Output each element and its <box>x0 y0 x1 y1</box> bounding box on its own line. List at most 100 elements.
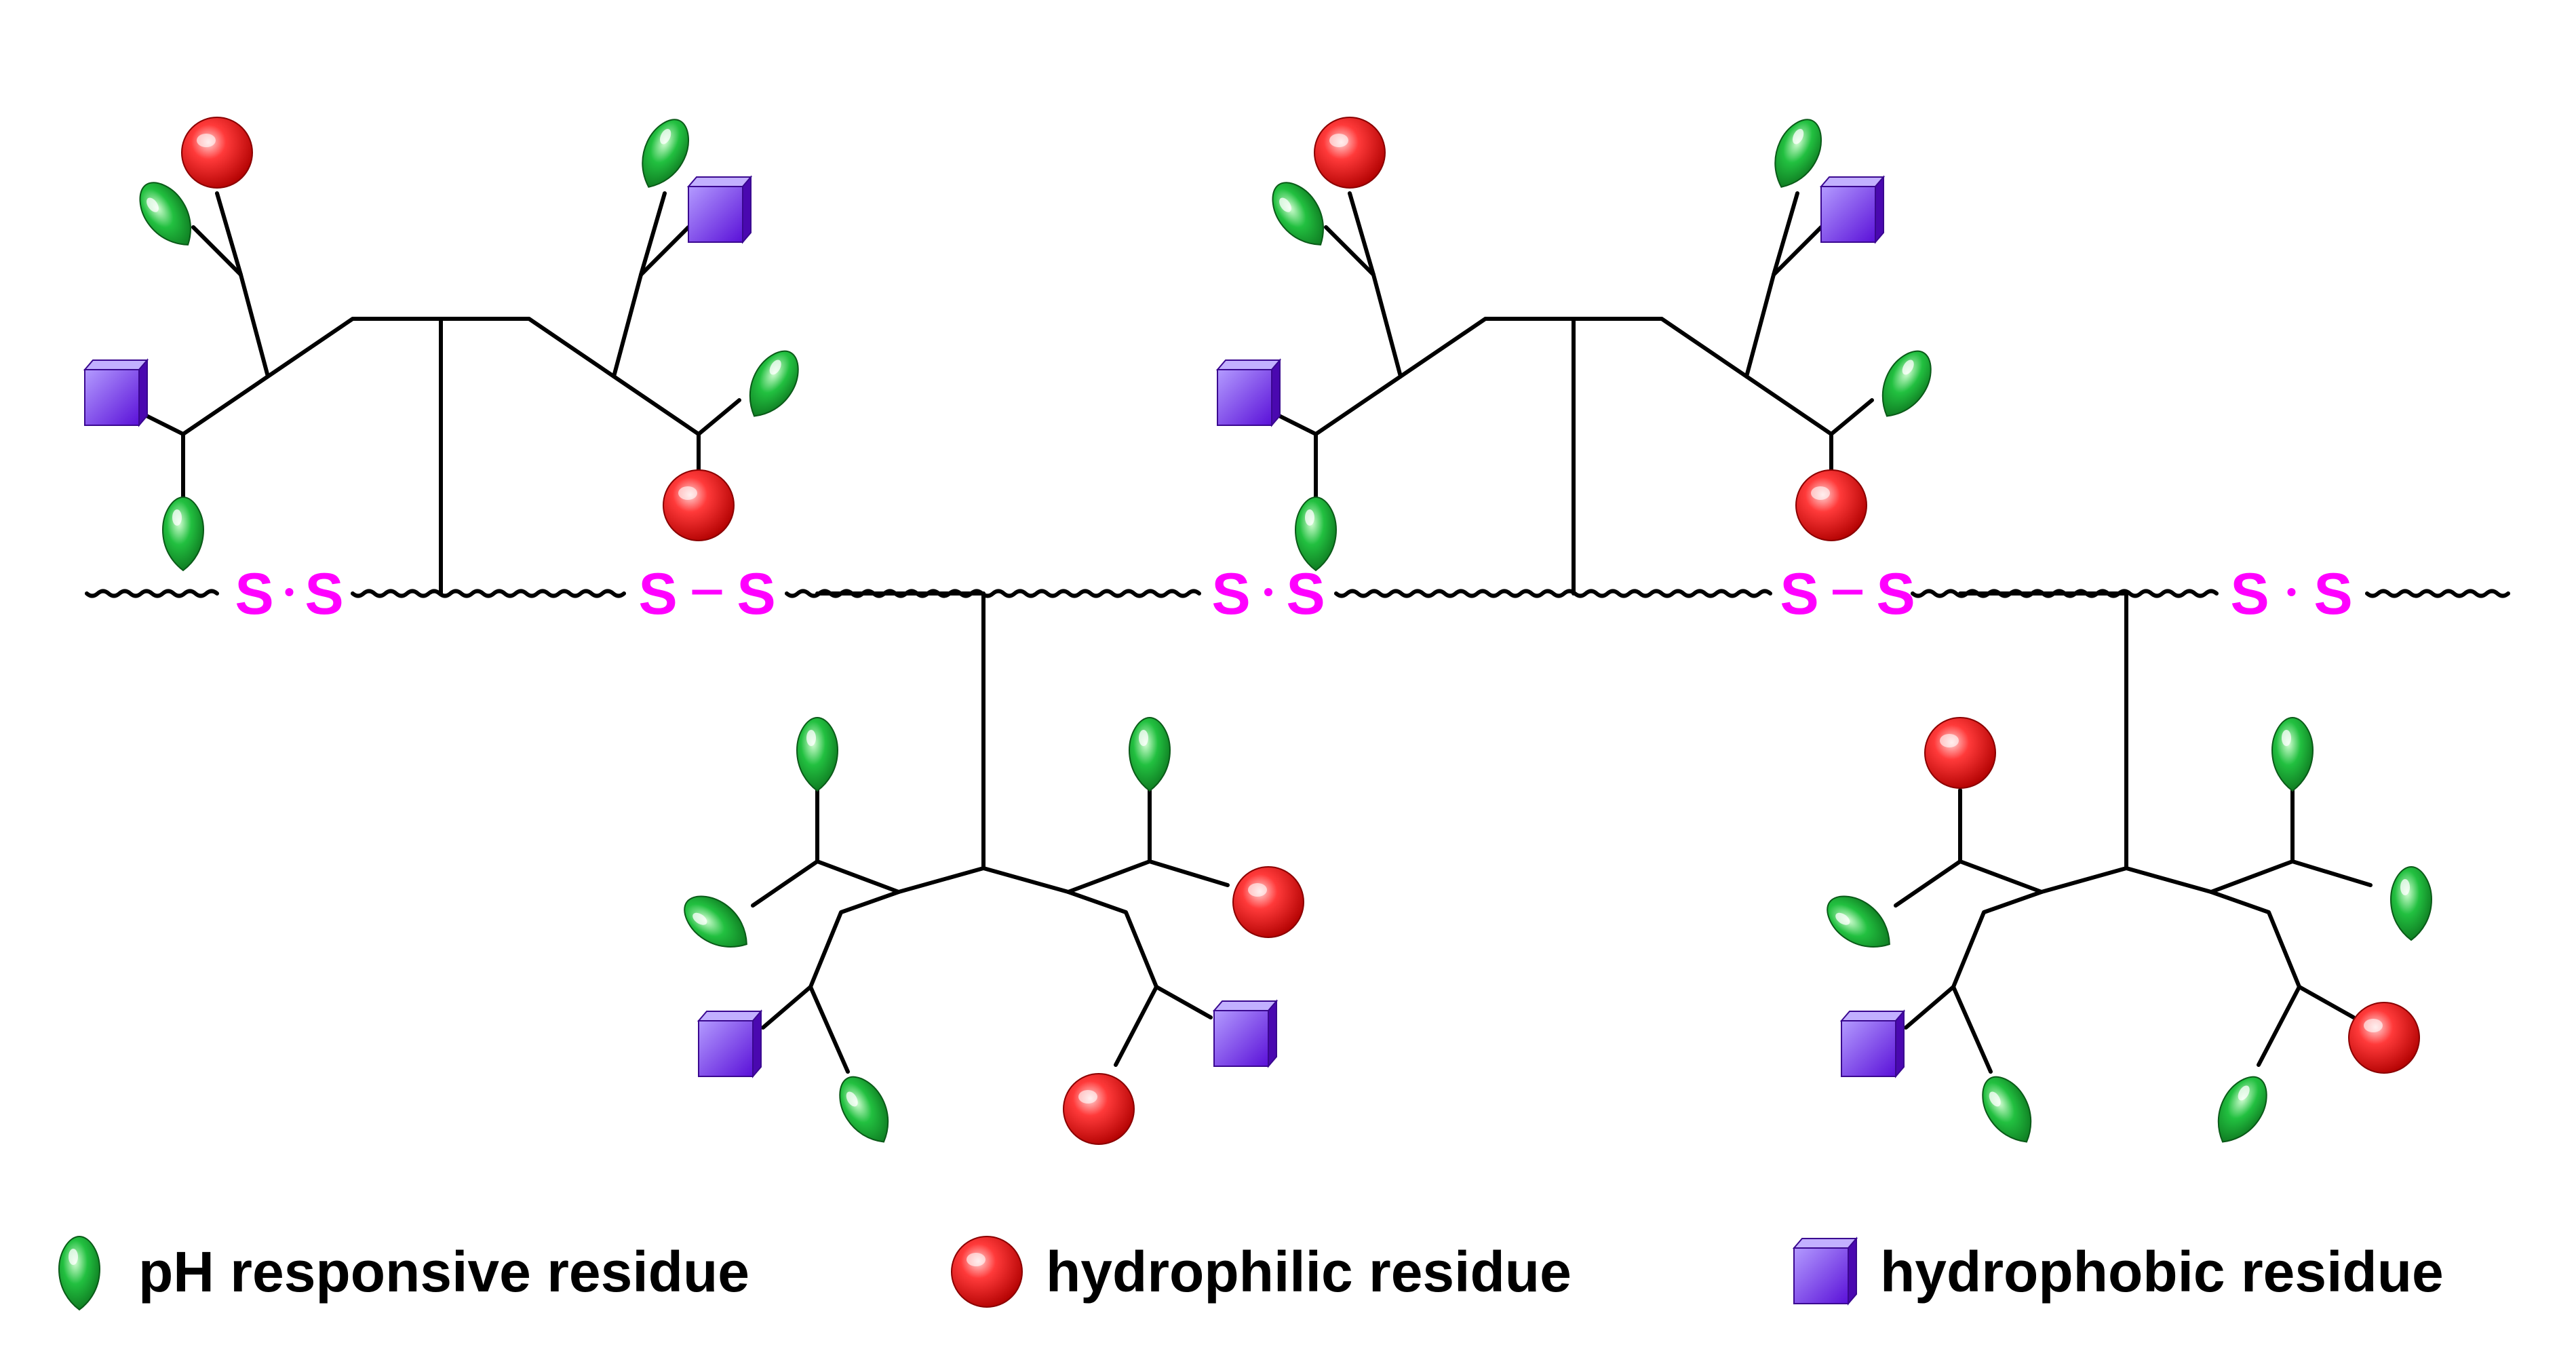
branch-bond <box>2257 985 2301 1067</box>
residues <box>83 117 2433 1145</box>
sulfur-atom-label: S <box>2230 562 2269 627</box>
branch-bond <box>612 273 643 378</box>
sulfur-atom-label: S <box>1876 562 1915 627</box>
legend-cube-shape <box>1792 1236 1858 1306</box>
sulfur-atom-label: S <box>1780 562 1818 627</box>
branch-bond <box>808 985 850 1074</box>
hydrophilic-residue-sphere <box>1795 469 1867 541</box>
hydrophilic-residue-sphere <box>1232 866 1304 938</box>
sulfur-atom-label: S <box>1286 562 1325 627</box>
ph-residue-droplet <box>642 119 689 188</box>
ph-residue-droplet <box>1128 716 1171 792</box>
disulfide-bond-dot <box>2287 588 2296 596</box>
branch-bond <box>2124 866 2301 989</box>
branch-bond <box>1348 191 1375 277</box>
legend: pH responsive residue hydrophilic residu… <box>0 1214 2576 1329</box>
branch-bond <box>191 225 243 277</box>
branch-bond <box>239 273 270 378</box>
ph-residue-droplet <box>749 350 799 417</box>
branch-bond <box>1273 412 1318 436</box>
ph-residue-droplet <box>2217 1076 2267 1143</box>
backbone-chain-segment <box>85 589 219 598</box>
sulfur-atom-label: S <box>1211 562 1250 627</box>
branch-bond <box>639 191 667 277</box>
legend-label-hydrophobic: hydrophobic residue <box>1880 1239 2444 1304</box>
ph-residue-droplet <box>1881 350 1932 417</box>
backbone-chain-segment <box>1334 589 1772 598</box>
hydrophobic-residue-cube <box>686 175 753 244</box>
legend-droplet-shape <box>58 1235 101 1311</box>
legend-label-ph: pH responsive residue <box>138 1239 749 1304</box>
branch-bond <box>1114 985 1158 1067</box>
dendron-down <box>1894 591 2373 1074</box>
branch-bond <box>140 412 185 436</box>
branch-bond <box>751 859 819 908</box>
ph-residue-droplet <box>796 716 839 792</box>
branch-bond <box>1066 859 1152 894</box>
sulfur-atom-label: S <box>305 562 343 627</box>
branch-bond <box>2297 985 2356 1019</box>
disulfide-bond-dot <box>285 588 294 596</box>
branch-bond <box>1951 866 2128 989</box>
ph-residue-droplet <box>2271 716 2314 792</box>
ph-residue-droplet <box>139 182 191 246</box>
branch-bond <box>761 985 813 1030</box>
backbone-chain-segment <box>2365 589 2510 598</box>
branch-bond <box>815 859 901 894</box>
hydrophobic-residue-cube <box>1215 358 1282 427</box>
branch-bond <box>1772 191 1799 277</box>
branch-bond <box>981 866 1158 989</box>
disulfide-bond-dot <box>1264 588 1272 596</box>
ph-residue-droplet <box>839 1076 889 1143</box>
branch-bond <box>1371 273 1403 378</box>
sulfur-atom-label: S <box>638 562 677 627</box>
hydrophilic-residue-sphere <box>1314 117 1386 189</box>
branch-bond <box>1951 985 1993 1074</box>
legend-label-hydrophilic: hydrophilic residue <box>1046 1239 1572 1304</box>
branch-bond <box>808 866 985 989</box>
branch-bond <box>1154 985 1213 1019</box>
branch-bond <box>639 225 690 277</box>
branch-bond <box>1829 398 1874 436</box>
branch-bond <box>215 191 243 277</box>
sulfur-atom-label: S <box>235 562 273 627</box>
hydrophilic-residue-sphere <box>663 469 735 541</box>
branch-bond <box>1314 317 1576 436</box>
branch-bond <box>1904 985 1955 1030</box>
branch-bond <box>1572 317 1833 436</box>
ph-residue-droplet <box>161 496 205 572</box>
hydrophobic-residue-cube <box>83 358 149 427</box>
ph-residue-droplet <box>2389 865 2433 941</box>
branch-bond <box>1772 225 1823 277</box>
ph-residue-droplet <box>1982 1076 2032 1143</box>
ph-residue-droplet <box>1272 182 1324 246</box>
branch-bond <box>697 398 741 436</box>
green-droplet-icon <box>58 1235 101 1311</box>
dendron-up <box>140 191 741 596</box>
branch-bond <box>1958 859 2044 894</box>
ph-residue-droplet <box>1294 496 1338 572</box>
branch-bond <box>1744 273 1776 378</box>
hydrophobic-residue-cube <box>1839 1009 1906 1078</box>
hydrophilic-residue-sphere <box>2348 1002 2420 1074</box>
branch-bond <box>1894 859 1962 908</box>
branch-bond <box>181 317 443 436</box>
purple-cube-icon <box>1792 1236 1858 1306</box>
hydrophilic-residue-sphere <box>1924 717 1996 789</box>
branch-bond <box>2209 859 2295 894</box>
branch-bond <box>1148 859 1230 887</box>
legend-item-hydrophilic: hydrophilic residue <box>950 1214 1572 1329</box>
branch-bond <box>439 317 701 436</box>
ph-residue-droplet <box>1774 119 1822 188</box>
branch-bond <box>2290 859 2373 887</box>
ph-residue-droplet <box>684 895 747 948</box>
dendritic-branches <box>140 191 2373 1074</box>
hydrophobic-residue-cube <box>1212 999 1279 1068</box>
dendron-down <box>751 591 1230 1074</box>
